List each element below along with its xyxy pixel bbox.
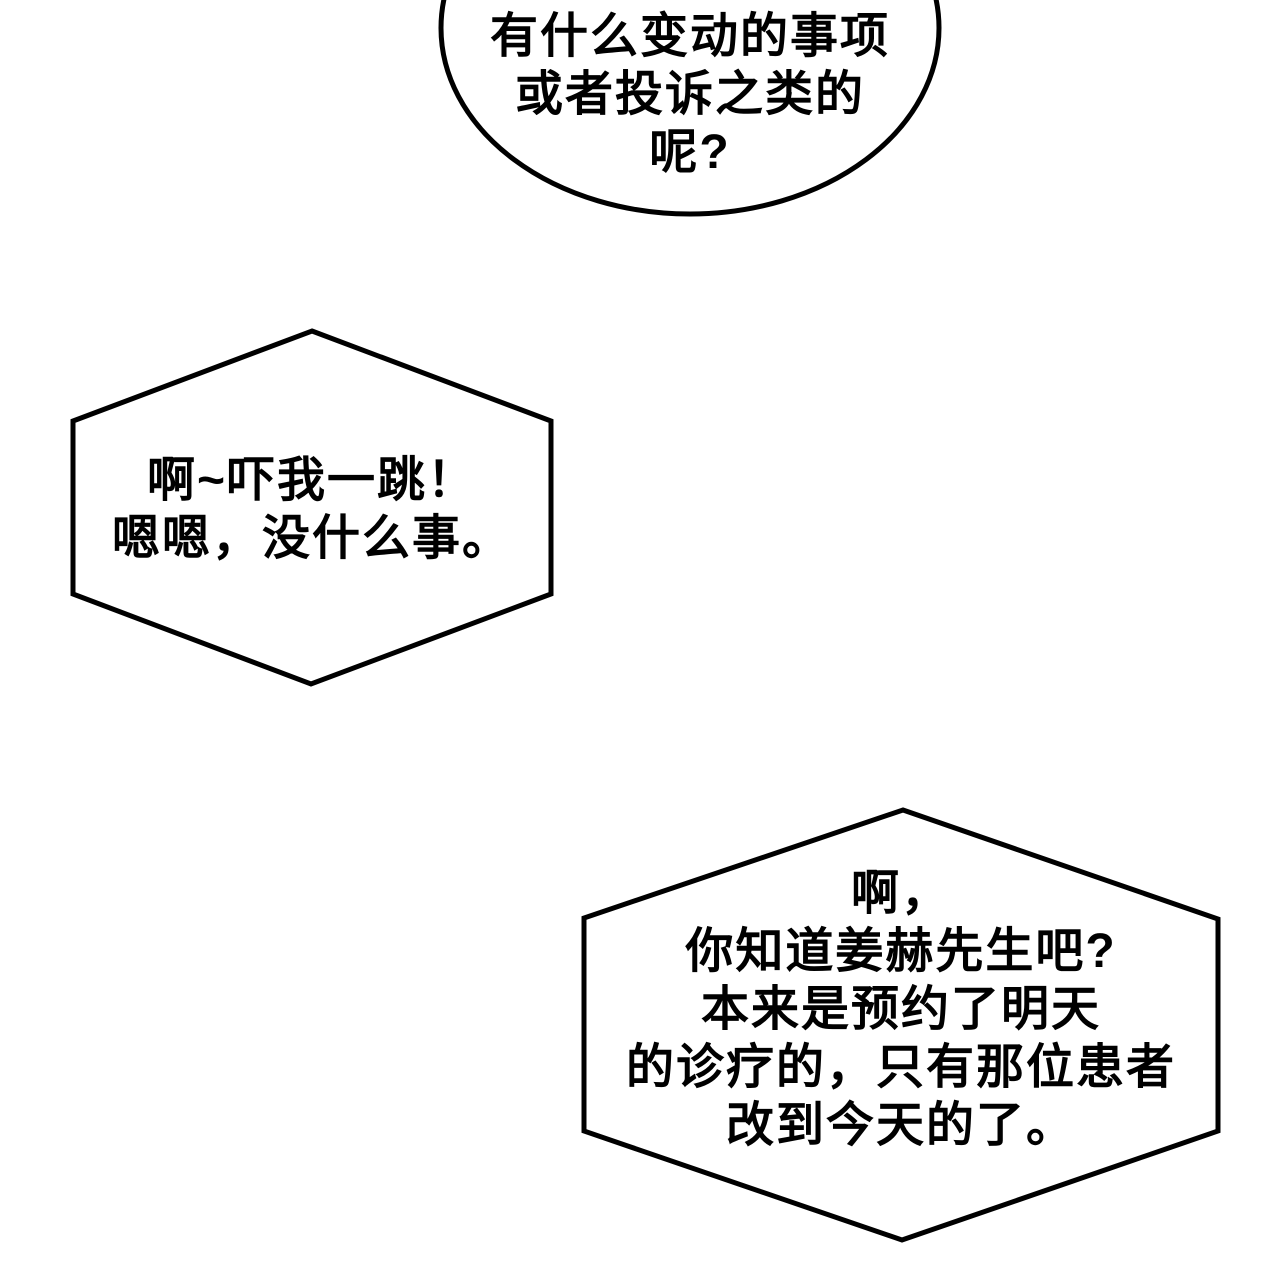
hexagon-right-line-2: 你知道姜赫先生吧? — [685, 925, 1117, 978]
hexagon-right-line-5: 改到今天的了。 — [725, 1099, 1076, 1152]
ellipse-bubble-line-2: 或者投诉之类的 — [514, 68, 865, 121]
hexagon-left-line-1: 啊~吓我一跳！ — [146, 454, 478, 507]
hexagon-left-line-2: 嗯嗯，没什么事。 — [111, 512, 512, 565]
hexagon-bubble-left-text: 啊~吓我一跳！ 嗯嗯，没什么事。 — [73, 452, 551, 568]
hexagon-right-line-4: 的诊疗的，只有那位患者 — [625, 1041, 1176, 1094]
hexagon-bubble-right-outline — [581, 807, 1221, 1243]
ellipse-bubble-text: 有什么变动的事项 或者投诉之类的 呢? — [440, 8, 940, 182]
ellipse-bubble-line-3: 呢? — [649, 126, 731, 179]
ellipse-bubble-line-1: 有什么变动的事项 — [489, 10, 890, 63]
hexagon-bubble-left-outline — [70, 328, 554, 687]
hexagon-bubble-right-text: 啊， 你知道姜赫先生吧? 本来是预约了明天 的诊疗的，只有那位患者 改到今天的了… — [584, 865, 1218, 1155]
ellipse-bubble-outline — [438, 0, 942, 217]
hexagon-right-line-3: 本来是预约了明天 — [700, 983, 1101, 1036]
hexagon-right-line-1: 啊， — [850, 867, 951, 920]
